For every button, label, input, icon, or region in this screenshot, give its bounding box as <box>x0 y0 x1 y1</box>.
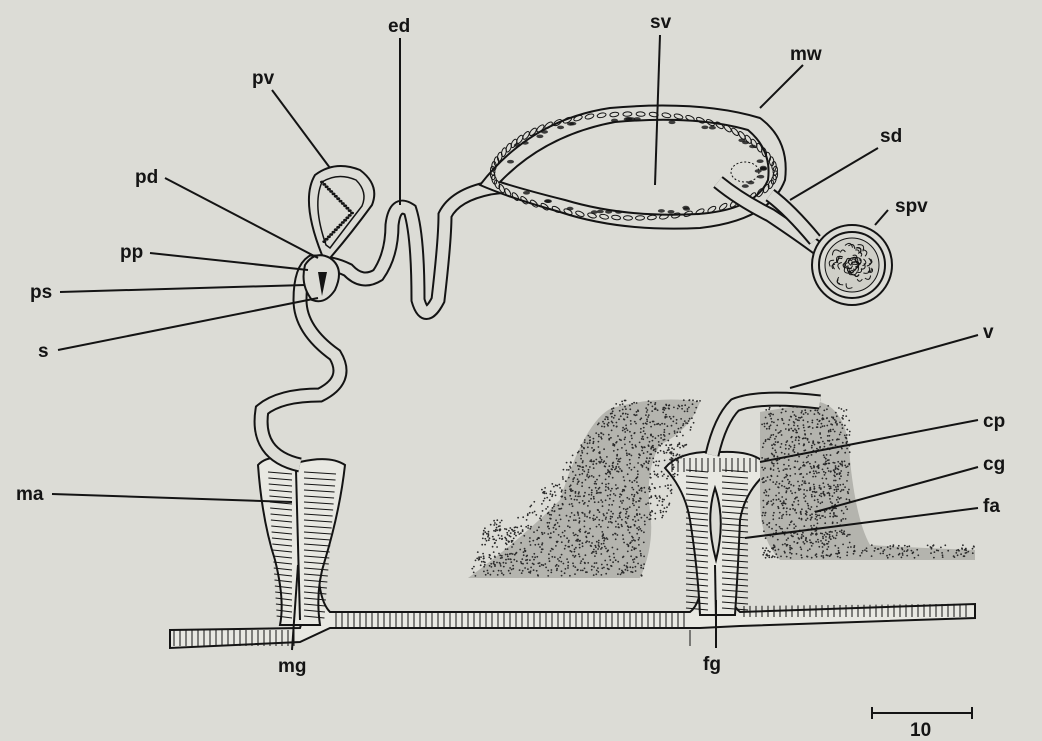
label-v: v <box>983 322 994 343</box>
leader-mw <box>760 65 803 108</box>
label-fa: fa <box>983 496 1000 517</box>
label-spv: spv <box>895 196 928 217</box>
label-mw: mw <box>790 44 822 65</box>
label-pv: pv <box>252 68 275 89</box>
spermiducal-vesicle <box>812 225 892 305</box>
label-ma: ma <box>16 484 44 505</box>
label-cp: cp <box>983 411 1005 432</box>
label-ps: ps <box>30 282 52 303</box>
label-ed: ed <box>388 16 410 37</box>
leader-pp <box>150 253 308 270</box>
leader-pv <box>272 90 330 168</box>
label-s: s <box>38 341 49 362</box>
leader-sd <box>790 148 878 200</box>
leader-spv <box>875 210 888 225</box>
leader-s <box>58 298 318 350</box>
label-mg: mg <box>278 656 307 677</box>
leader-v <box>790 335 978 388</box>
label-pp: pp <box>120 242 143 263</box>
label-cg: cg <box>983 454 1005 475</box>
scale-bar-label: 10 <box>910 720 931 741</box>
leader-ps <box>60 285 305 292</box>
scale-bar: 10 <box>872 707 972 741</box>
label-fg: fg <box>703 654 721 675</box>
male-genital-canal <box>258 458 345 625</box>
label-sv: sv <box>650 12 672 33</box>
seminal-vesicle <box>480 106 786 229</box>
leader-ma <box>52 494 292 502</box>
label-sd: sd <box>880 126 902 147</box>
label-pd: pd <box>135 167 158 188</box>
leader-pd <box>165 178 318 258</box>
